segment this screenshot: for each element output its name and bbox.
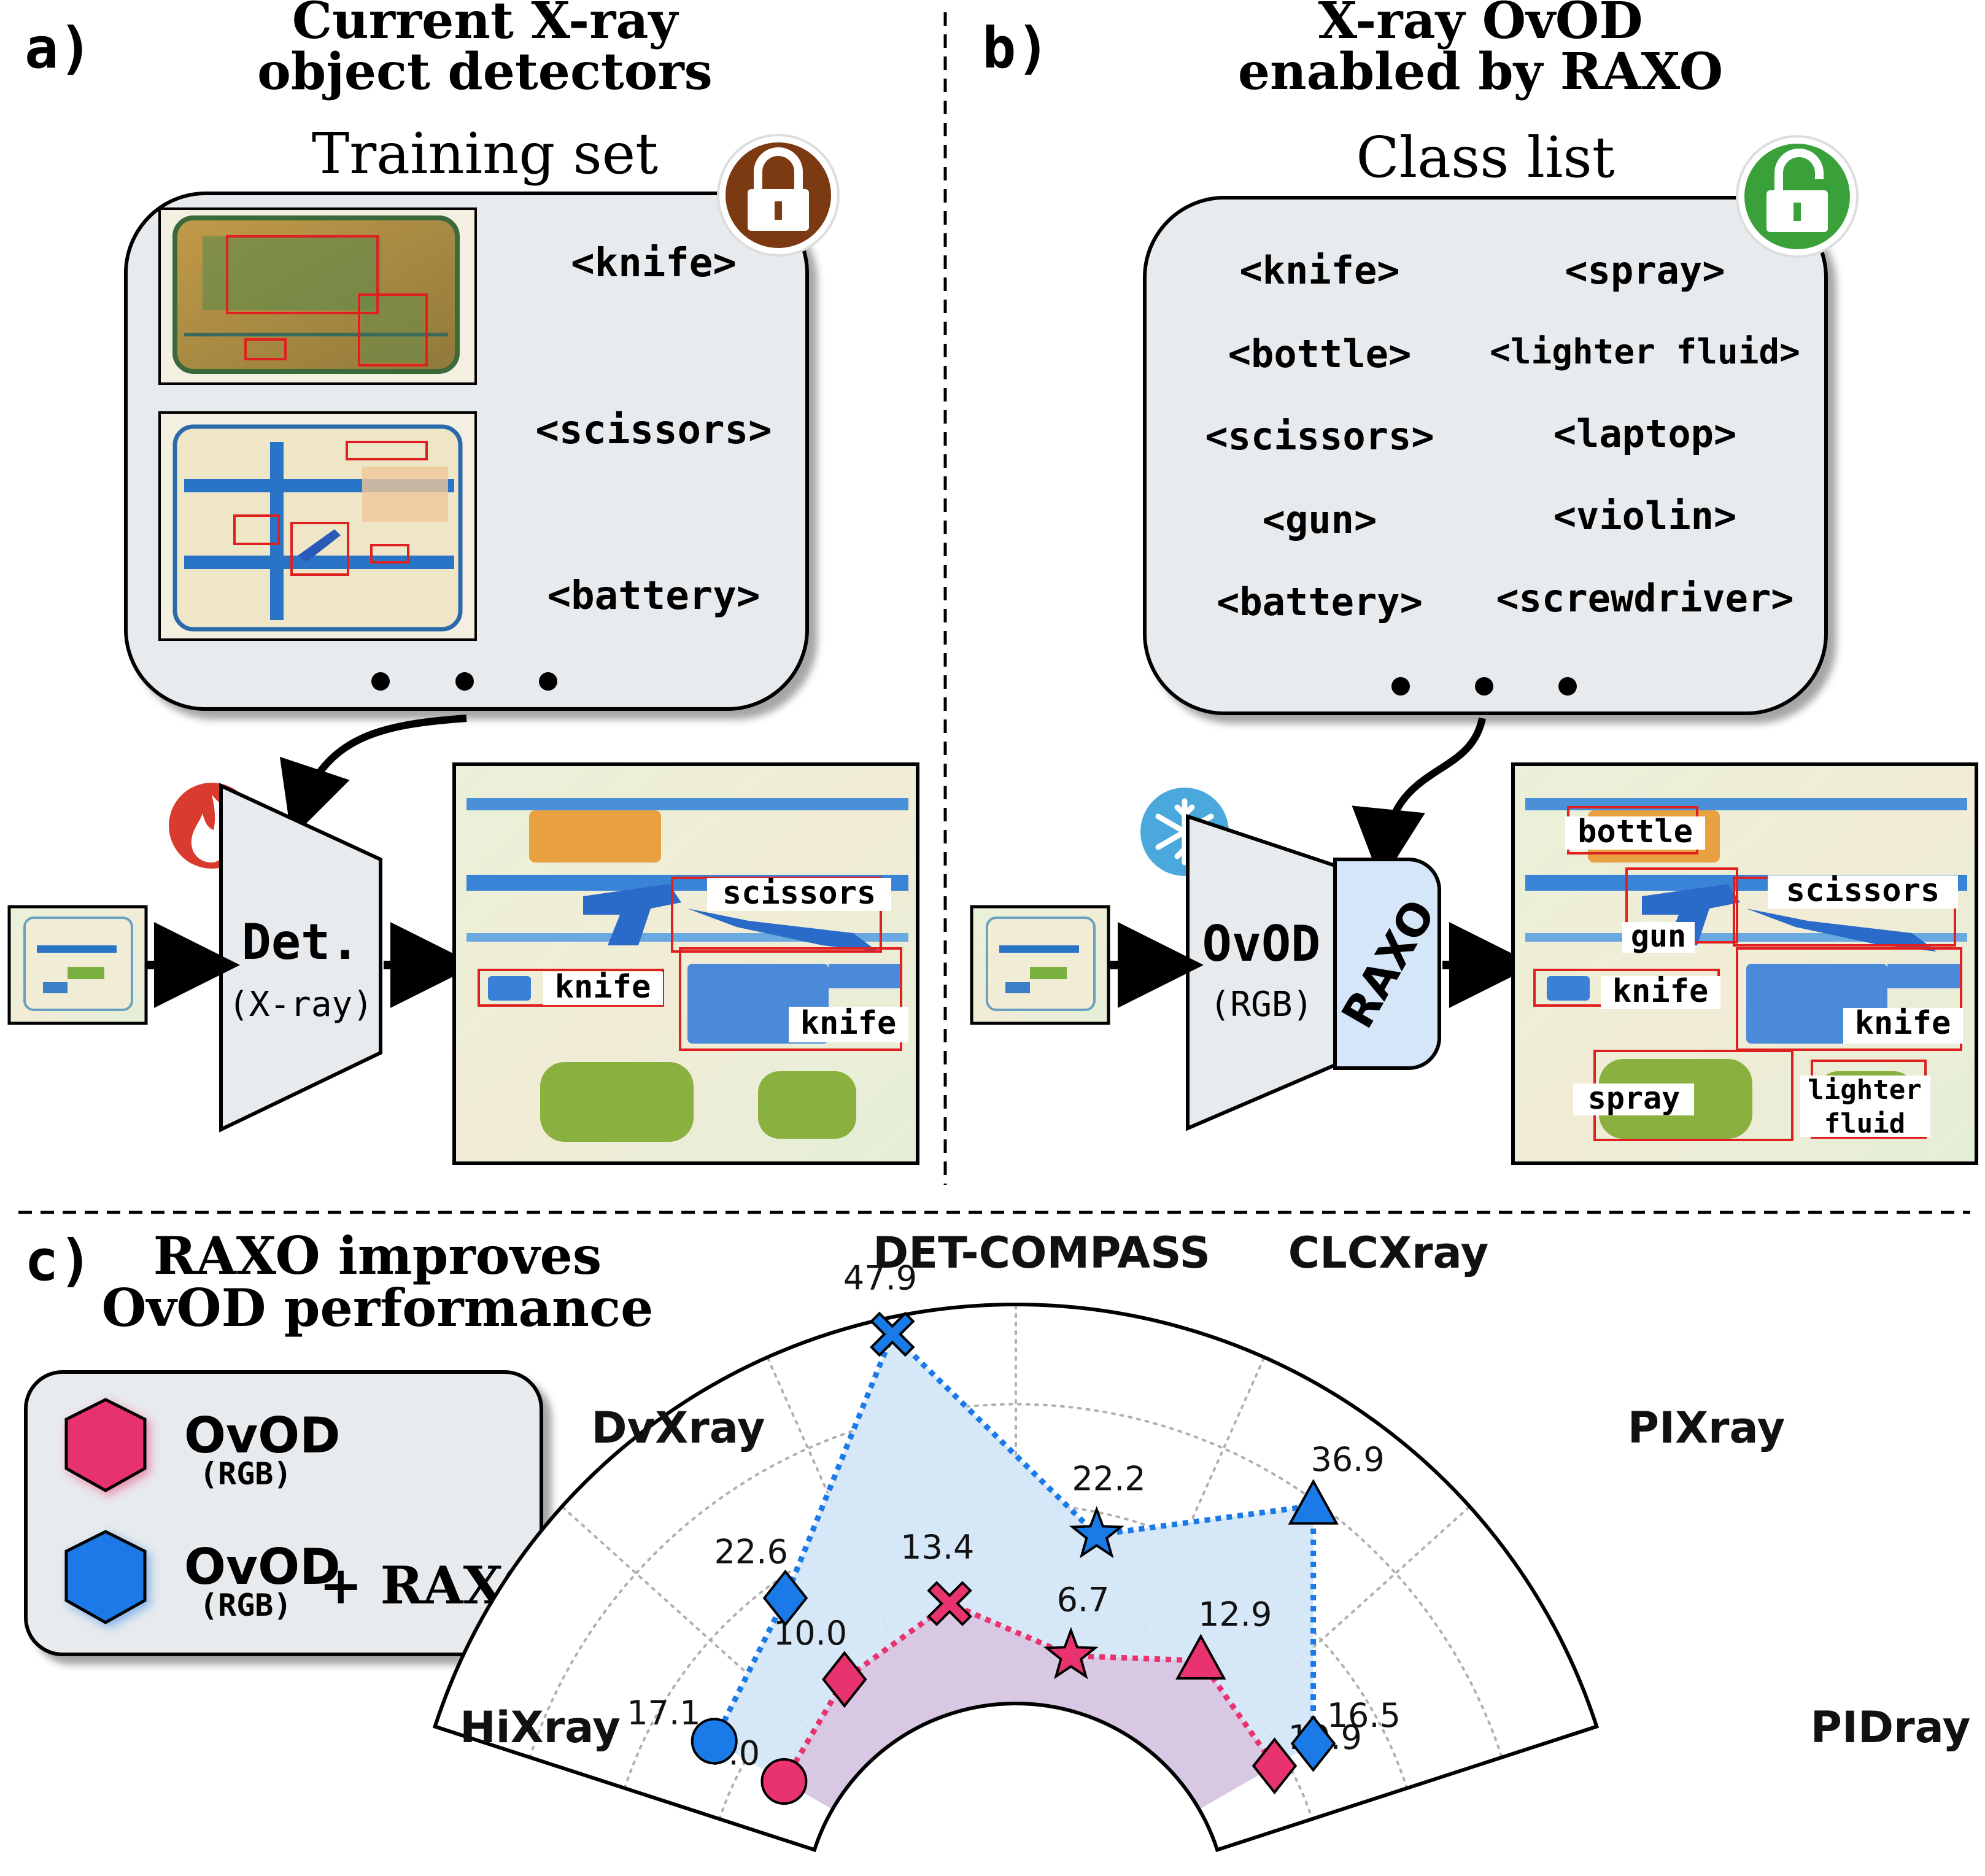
detector-sublabel: (X-ray) [228,985,373,1025]
radar-chart: 7.010.013.46.712.910.917.122.647.922.236… [432,1228,1971,1853]
panel-a: a) Current X-ray object detectors Traini… [7,0,919,1165]
detection-label-scissors-b: scissors [1786,872,1940,909]
radar-category-label: DET-COMPASS [873,1228,1210,1278]
training-set-title: Training set [312,121,658,187]
detection-label-fluid: fluid [1824,1108,1905,1139]
raxo-marker [1290,1715,1336,1772]
output-image-b: bottle scissors gun knife knife spray li… [1511,762,1978,1165]
class-list-item-gun: <gun> [1263,497,1377,542]
raxo-value-label: 22.6 [714,1532,788,1571]
ovod-marker [822,1651,867,1708]
radar-category-label: HiXray [460,1702,621,1753]
training-image-2 [158,411,477,641]
arrow-training-to-detector [279,715,467,839]
class-list-item-laptop: <laptop> [1554,411,1737,456]
panel-b-label: b) [982,15,1050,81]
raxo-marker [1069,1506,1124,1559]
lock-icon [717,134,840,257]
panel-c-label: c) [25,1228,93,1293]
training-class-scissors: <scissors> [535,408,772,453]
radar-grid-spoke [560,1505,860,1775]
legend-ovod-marker [64,1398,147,1492]
radar-frame [432,1303,1600,1853]
class-list-item-battery: <battery> [1217,579,1423,624]
arrow-classlist-to-raxo [1352,717,1486,883]
legend-ovod-label: OvOD [184,1407,341,1464]
panel-b-title-line1: X-ray OvOD [1318,0,1643,50]
detection-label-knife-b1: knife [1612,973,1709,1010]
class-list-box [1143,196,1828,715]
radar-grid-spoke [1172,1505,1471,1775]
detection-label-spray: spray [1588,1080,1681,1116]
raxo-value-label: 16.5 [1327,1696,1401,1735]
class-list-item-bottle: <bottle> [1228,331,1412,376]
detection-label-knife-a1: knife [555,969,651,1006]
output-image-a: scissors knife knife [452,762,919,1165]
panel-c-title-line1: RAXO improves [153,1225,602,1286]
ovod-sublabel: (RGB) [1210,985,1314,1025]
class-list-item-screwdriver: <screwdriver> [1496,576,1793,621]
ovod-area [784,1603,1275,1810]
panel-c-title-line2: OvOD performance [101,1277,653,1338]
legend-raxo-marker [64,1530,147,1624]
class-list-title: Class list [1356,125,1614,190]
detector-label: Det. [242,913,360,971]
detection-label-gun: gun [1631,918,1686,954]
class-list-item-lighter-fluid: <lighter fluid> [1490,332,1800,372]
raxo-value-label: 47.9 [843,1259,917,1298]
detection-label-knife-a2: knife [800,1005,897,1042]
raxo-value-label: 36.9 [1310,1440,1384,1479]
panel-c: c) RAXO improves OvOD performance OvOD (… [24,1225,1971,1853]
ovod-label: OvOD [1202,915,1321,972]
raxo-line [711,1329,1317,1744]
input-image-b [970,905,1110,1025]
legend-raxo-label: OvOD [184,1538,341,1595]
radar-category-label: CLCXray [1288,1228,1489,1278]
ovod-value-label: 13.4 [900,1528,974,1567]
training-class-battery: <battery> [548,573,760,619]
training-image-1 [158,207,477,385]
class-list-item-knife: <knife> [1239,248,1399,293]
radar-category-label: PIDray [1811,1702,1971,1753]
ovod-value-label: 6.7 [1057,1580,1110,1619]
class-list-item-scissors: <scissors> [1205,414,1434,459]
radar-category-label: DvXray [592,1403,765,1453]
raxo-marker [691,1718,738,1765]
detection-label-scissors-a: scissors [722,875,876,912]
legend-raxo-sublabel: (RGB) [199,1587,292,1623]
raxo-marker [762,1569,808,1627]
panel-b: b) X-ray OvOD enabled by RAXO Class list… [970,0,1978,1165]
detection-label-lighter: lighter [1808,1074,1921,1106]
chart-legend: OvOD (RGB) OvOD (RGB) + RAXO [24,1370,547,1656]
raxo-marker [1288,1479,1339,1525]
ellipsis-dots [1391,677,1577,696]
panel-a-title-line2: object detectors [257,42,713,101]
ovod-marker [760,1758,808,1805]
class-list-item-violin: <violin> [1554,494,1737,538]
detector-block [219,783,382,1133]
detection-label-bottle: bottle [1577,813,1693,850]
raxo-value-label: 17.1 [627,1694,700,1732]
ovod-marker [1252,1737,1298,1795]
panel-b-title-line2: enabled by RAXO [1238,42,1723,101]
unlock-icon [1736,135,1859,258]
ellipsis-dots [371,672,557,691]
panel-a-title-line1: Current X-ray [292,0,679,50]
ovod-block [1186,813,1337,1131]
raxo-value-label: 22.2 [1072,1459,1145,1498]
raxo-marker [869,1311,915,1357]
detection-label-knife-b2: knife [1855,1005,1951,1042]
ovod-marker [1175,1634,1226,1680]
training-class-knife: <knife> [571,241,737,286]
radar-category-label: PIXray [1628,1403,1786,1453]
input-image-a [7,905,148,1025]
panel-a-label: a) [25,15,93,81]
raxo-block [1333,858,1441,1070]
ovod-marker [1043,1627,1099,1680]
legend-ovod-sublabel: (RGB) [199,1456,292,1492]
ovod-value-label: 12.9 [1198,1595,1272,1634]
class-list-item-spray: <spray> [1565,248,1725,293]
ovod-marker [927,1581,972,1626]
